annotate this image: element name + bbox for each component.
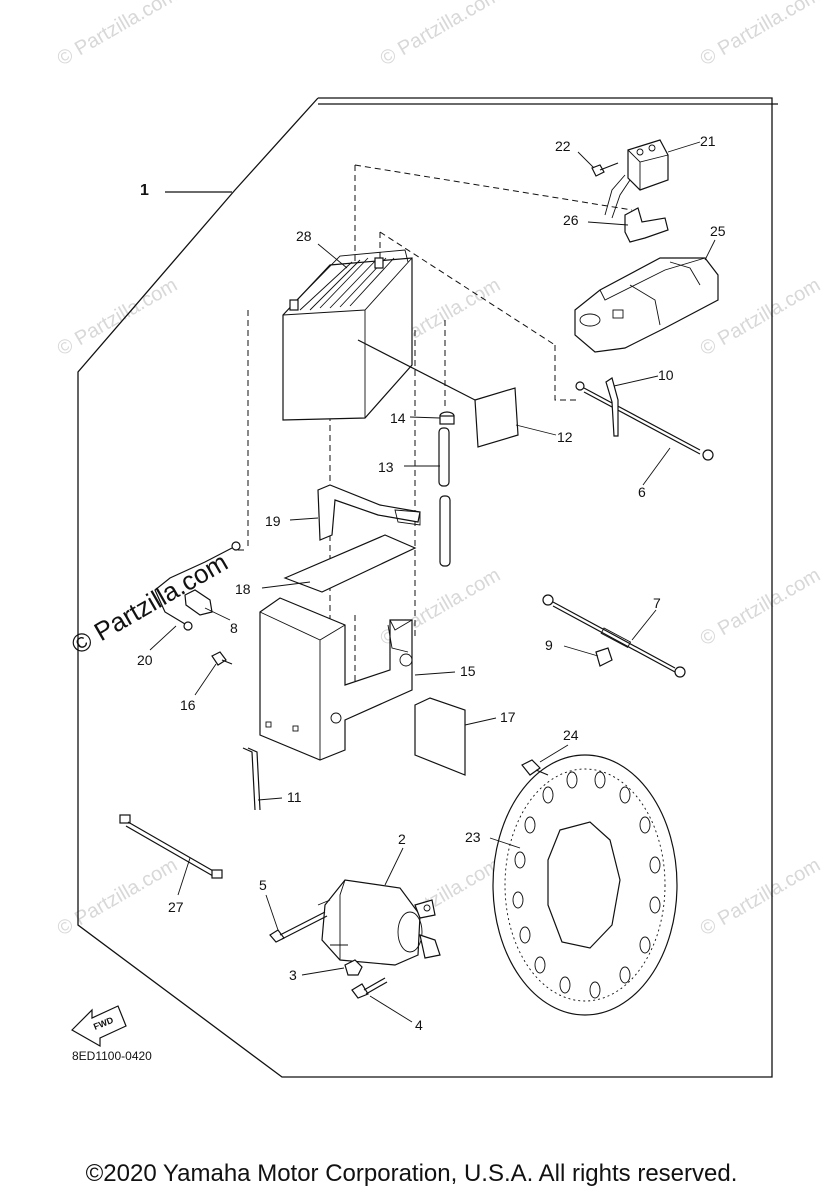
brake-disc xyxy=(492,754,678,1016)
callout-8: 8 xyxy=(230,620,238,636)
callout-15: 15 xyxy=(460,663,476,679)
callout-19: 19 xyxy=(265,513,281,529)
relay-bracket xyxy=(624,207,669,243)
relay-cover xyxy=(574,257,719,353)
callout-13: 13 xyxy=(378,459,394,475)
assembly-border xyxy=(77,97,778,1078)
watermark: © Partzilla.com xyxy=(54,274,182,360)
battery-band xyxy=(317,484,421,541)
callout-4: 4 xyxy=(415,1017,423,1033)
battery-cable-6 xyxy=(575,377,714,461)
callout-17: 17 xyxy=(500,709,516,725)
watermark: © Partzilla.com xyxy=(54,854,182,940)
battery xyxy=(282,249,413,421)
lead-27 xyxy=(119,814,223,879)
forward-arrow-icon: FWD xyxy=(71,1005,127,1048)
callout-16: 16 xyxy=(180,697,196,713)
callout-3: 3 xyxy=(289,967,297,983)
callout-20: 20 xyxy=(137,652,153,668)
callout-10: 10 xyxy=(658,367,674,383)
cable-7 xyxy=(542,594,686,678)
watermark: © Partzilla.com xyxy=(54,0,182,70)
callout-28: 28 xyxy=(296,228,312,244)
nut-3 xyxy=(344,959,363,976)
callout-26: 26 xyxy=(563,212,579,228)
callout-23: 23 xyxy=(465,829,481,845)
bolt-24 xyxy=(521,759,549,776)
rod-11 xyxy=(242,747,261,811)
leader-lines xyxy=(149,141,716,1023)
battery-box xyxy=(259,597,413,761)
clip-8 xyxy=(184,589,213,616)
bolt-5 xyxy=(269,911,328,943)
callout-6: 6 xyxy=(638,484,646,500)
lead-20 xyxy=(154,541,241,631)
pad-17 xyxy=(414,697,466,776)
bolt-4 xyxy=(351,977,388,999)
starter-relay xyxy=(604,139,669,219)
battery-pad xyxy=(474,387,519,448)
callout-24: 24 xyxy=(563,727,579,743)
diagram-code: 8ED1100-0420 xyxy=(72,1049,152,1063)
screw-22 xyxy=(591,162,619,177)
bolt-16 xyxy=(211,651,233,666)
callout-1: 1 xyxy=(140,182,149,199)
callout-25: 25 xyxy=(710,223,726,239)
callout-5: 5 xyxy=(259,877,267,893)
callout-9: 9 xyxy=(545,637,553,653)
callout-2: 2 xyxy=(398,831,406,847)
clamp-9 xyxy=(595,647,613,667)
watermark: © Partzilla.com xyxy=(697,854,823,940)
starter-motor xyxy=(317,879,441,966)
breather-tube xyxy=(438,411,455,567)
watermark: © Partzilla.com xyxy=(697,564,823,650)
callout-18: 18 xyxy=(235,581,251,597)
battery-mat xyxy=(283,534,417,593)
callout-11: 11 xyxy=(287,789,302,805)
callout-27: 27 xyxy=(168,899,184,915)
watermark: © Partzilla.com xyxy=(697,0,823,70)
callout-22: 22 xyxy=(555,138,571,154)
callout-14: 14 xyxy=(390,410,406,426)
callout-12: 12 xyxy=(557,429,573,445)
callout-7: 7 xyxy=(653,595,661,611)
callouts: 1 22 21 26 25 28 10 14 12 13 6 19 18 7 8… xyxy=(137,133,726,1033)
watermark: © Partzilla.com xyxy=(377,0,505,70)
callout-21: 21 xyxy=(700,133,716,149)
copyright-notice: ©2020 Yamaha Motor Corporation, U.S.A. A… xyxy=(85,1160,738,1187)
